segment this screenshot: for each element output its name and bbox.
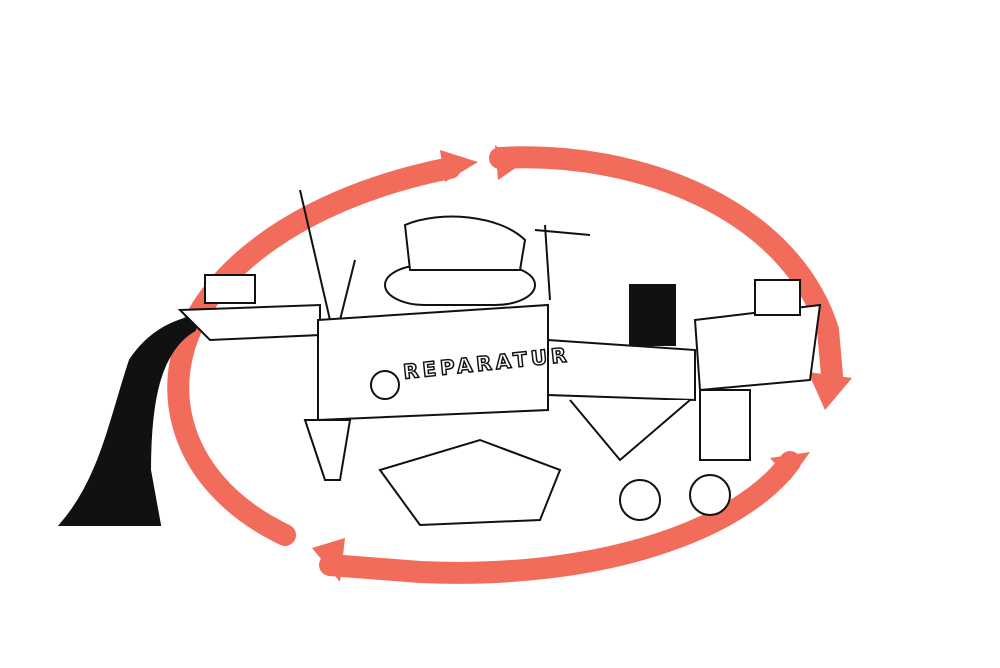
bicycle <box>619 479 661 521</box>
house <box>754 279 801 316</box>
road <box>57 313 202 526</box>
cow <box>204 274 256 304</box>
buildings-stack <box>378 438 562 527</box>
recycle-icon <box>370 370 400 400</box>
bridge <box>547 338 696 402</box>
wind-turbine <box>299 189 331 321</box>
field <box>177 303 321 342</box>
crane <box>544 224 551 301</box>
arrow-heads <box>312 145 852 582</box>
worker <box>629 284 676 346</box>
iceberg <box>403 215 527 271</box>
building-site <box>693 303 822 392</box>
arrowhead-top <box>495 145 520 180</box>
arrowhead-bottom <box>312 538 345 582</box>
factory <box>317 303 549 422</box>
arrow-bottom <box>319 451 801 584</box>
arrowhead-right <box>808 372 852 410</box>
arrow-top-right <box>489 146 843 386</box>
town-drawing <box>57 189 822 527</box>
